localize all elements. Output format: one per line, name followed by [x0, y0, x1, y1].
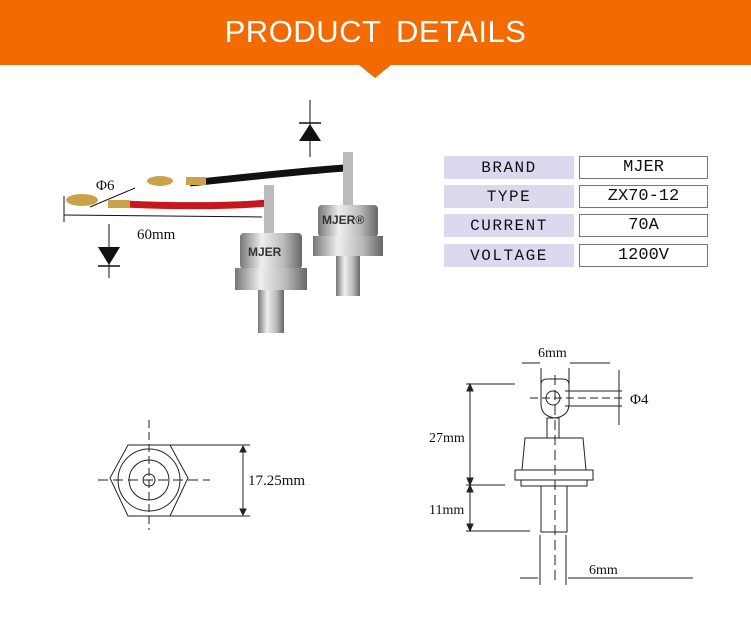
diode-symbol-icon	[98, 224, 120, 278]
spec-value: 1200V	[579, 244, 708, 267]
spec-row-current: CURRENT 70A	[444, 214, 708, 237]
body-height-label: 27mm	[429, 431, 465, 446]
spec-row-brand: BRAND MJER	[444, 156, 708, 179]
spec-label: CURRENT	[444, 214, 574, 237]
spec-value: ZX70-12	[579, 185, 708, 208]
header-banner: PRODUCT DETAILS	[0, 0, 751, 65]
device-marking: MJER®	[322, 213, 364, 227]
banner-pointer	[359, 65, 391, 78]
spec-label: BRAND	[444, 156, 574, 179]
ring-lug	[66, 194, 98, 206]
ring-lug	[147, 176, 173, 186]
spec-row-type: TYPE ZX70-12	[444, 185, 708, 208]
lead-length-label: 60mm	[137, 227, 176, 243]
lug-diameter-label: Φ6	[96, 178, 115, 194]
spec-value: 70A	[579, 214, 708, 237]
spec-value: MJER	[579, 156, 708, 179]
thread-length-label: 11mm	[429, 503, 464, 518]
spec-label: TYPE	[444, 185, 574, 208]
svg-text:MJER: MJER	[248, 245, 282, 259]
lug-width-label: 6mm	[538, 346, 567, 361]
diode-symbol-icon	[299, 100, 321, 157]
spec-label: VOLTAGE	[444, 244, 574, 267]
thread-diameter-label: 6mm	[589, 563, 618, 578]
product-photo: Φ6 60mm MJER® MJER	[63, 100, 383, 333]
page-title: PRODUCT DETAILS	[224, 14, 527, 49]
hex-size-label: 17.25mm	[248, 473, 305, 489]
hole-diameter-label: Φ4	[630, 392, 649, 408]
spec-row-voltage: VOLTAGE 1200V	[444, 244, 708, 267]
